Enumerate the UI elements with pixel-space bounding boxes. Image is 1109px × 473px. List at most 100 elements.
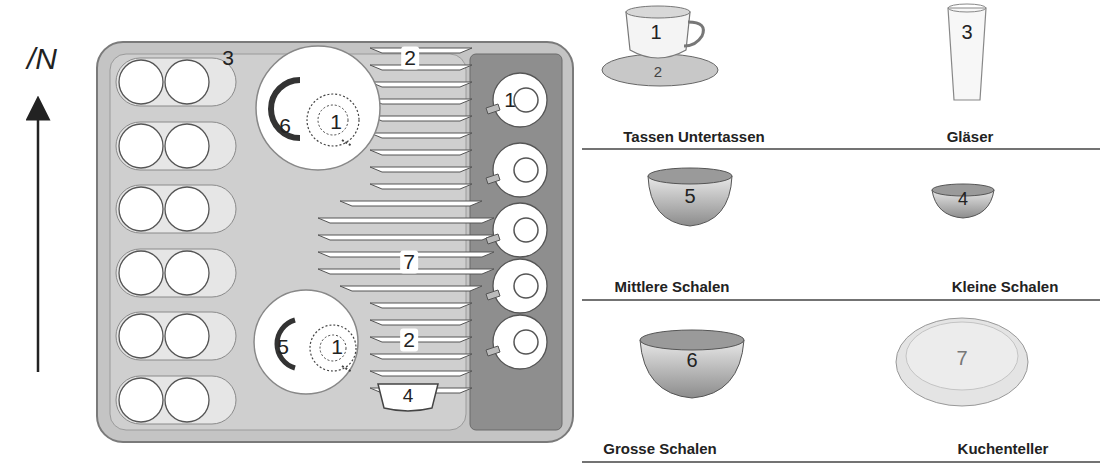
plate-side-view bbox=[370, 116, 472, 121]
bowl-rim bbox=[648, 168, 732, 184]
cup-top-view bbox=[493, 143, 547, 197]
callout-number: 3 bbox=[961, 21, 972, 43]
callout-number: 2 bbox=[401, 46, 419, 69]
caption: Gläser bbox=[947, 129, 994, 146]
callout-number: 4 bbox=[958, 190, 968, 210]
saucer-outline bbox=[307, 94, 359, 146]
bowl-side-view bbox=[271, 80, 300, 138]
bowl-side-view bbox=[277, 320, 295, 368]
cup-handle bbox=[486, 234, 500, 244]
callout-number: 2 bbox=[654, 64, 662, 81]
caption: Kleine Schalen bbox=[952, 279, 1059, 296]
callout-number: 3 bbox=[222, 46, 234, 69]
glass-slot bbox=[116, 312, 236, 360]
plate-side-view bbox=[370, 150, 472, 155]
glass-slot bbox=[116, 249, 236, 297]
cup-handle bbox=[486, 290, 500, 300]
plate-side-view bbox=[370, 337, 472, 342]
glass-top-view bbox=[165, 314, 209, 358]
glass-icon bbox=[948, 8, 986, 100]
glass-top-view bbox=[119, 60, 163, 104]
glass-top-view bbox=[119, 187, 163, 231]
plate-side-view bbox=[370, 65, 472, 70]
callout-number: 7 bbox=[956, 347, 967, 369]
cup-handle bbox=[342, 366, 352, 372]
cup-inner-rim bbox=[514, 330, 538, 354]
glass-top-view bbox=[165, 251, 209, 295]
plate-side-view bbox=[370, 133, 472, 138]
callout-number: 6 bbox=[279, 114, 291, 137]
plate-side-view bbox=[370, 167, 472, 172]
cup-inner-rim bbox=[514, 274, 538, 298]
glass-rim bbox=[948, 4, 986, 12]
plate-side-view bbox=[370, 99, 472, 104]
cup-handle-icon bbox=[684, 22, 703, 46]
callout-number: 1 bbox=[650, 21, 661, 43]
caption: Tassen Untertassen bbox=[623, 129, 764, 146]
table-rule bbox=[582, 148, 1100, 150]
cake-plate-well bbox=[906, 322, 1018, 390]
cup-handle bbox=[486, 346, 500, 356]
plate-side-view bbox=[318, 218, 494, 223]
callout-number: 1 bbox=[504, 88, 516, 111]
bowl-rim bbox=[640, 330, 744, 350]
plate-side-view bbox=[340, 286, 482, 291]
caption: Grosse Schalen bbox=[603, 441, 716, 458]
cup-top-view bbox=[493, 73, 547, 127]
saucer-outline bbox=[310, 325, 356, 371]
cup-handle bbox=[486, 174, 500, 184]
cup-handle bbox=[486, 104, 500, 114]
callout-number: 1 bbox=[330, 110, 342, 133]
table-rule bbox=[582, 461, 1100, 463]
glass-top-view bbox=[165, 124, 209, 168]
plate-side-view bbox=[370, 320, 472, 325]
cup-top-view bbox=[493, 203, 547, 257]
glass-slot bbox=[116, 376, 236, 424]
plate-disc bbox=[256, 46, 380, 170]
callout-number: 6 bbox=[686, 349, 697, 371]
plate-disc bbox=[254, 290, 358, 394]
caption: Kuchenteller bbox=[958, 441, 1049, 458]
glass-top-view bbox=[119, 314, 163, 358]
glass-slot bbox=[116, 122, 236, 170]
cup-top-view bbox=[493, 315, 547, 369]
cup-shelf bbox=[470, 54, 562, 430]
glass-top-view bbox=[165, 60, 209, 104]
cup-outline bbox=[318, 105, 348, 135]
plate-side-view bbox=[370, 184, 472, 189]
direction-label: /N bbox=[27, 42, 57, 75]
plate-side-view bbox=[370, 82, 472, 87]
plate-side-view bbox=[370, 354, 472, 359]
small-bowl bbox=[378, 384, 438, 411]
callout-number: 4 bbox=[403, 386, 414, 407]
cup-inner-rim bbox=[514, 158, 538, 182]
callout-number: 5 bbox=[277, 335, 289, 358]
cup-inner-rim bbox=[514, 88, 538, 112]
callout-number: 5 bbox=[684, 185, 695, 207]
plate-side-view bbox=[370, 48, 472, 53]
callout-number: 1 bbox=[331, 335, 343, 358]
glass-top-view bbox=[119, 251, 163, 295]
glass-slot bbox=[116, 185, 236, 233]
plate-side-view bbox=[340, 201, 482, 206]
caption: Mittlere Schalen bbox=[614, 279, 729, 296]
callout-number: 7 bbox=[400, 250, 418, 273]
plate-side-view bbox=[318, 235, 494, 240]
table-rule bbox=[582, 299, 1100, 301]
cup-top-view bbox=[493, 259, 547, 313]
glass-top-view bbox=[165, 187, 209, 231]
callout-number: 2 bbox=[400, 328, 418, 351]
cake-plate-icon bbox=[896, 318, 1028, 406]
glass-top-view bbox=[165, 378, 209, 422]
cup-inner-rim bbox=[514, 218, 538, 242]
rack-outline bbox=[97, 42, 573, 442]
saucer-icon bbox=[602, 54, 718, 86]
cup-outline bbox=[320, 335, 346, 361]
glass-slot bbox=[116, 58, 236, 106]
cup-icon bbox=[626, 12, 690, 58]
direction-arrow bbox=[37, 108, 40, 372]
cup-handle bbox=[342, 140, 352, 146]
glass-top-view bbox=[119, 124, 163, 168]
plate-side-view bbox=[370, 303, 472, 308]
